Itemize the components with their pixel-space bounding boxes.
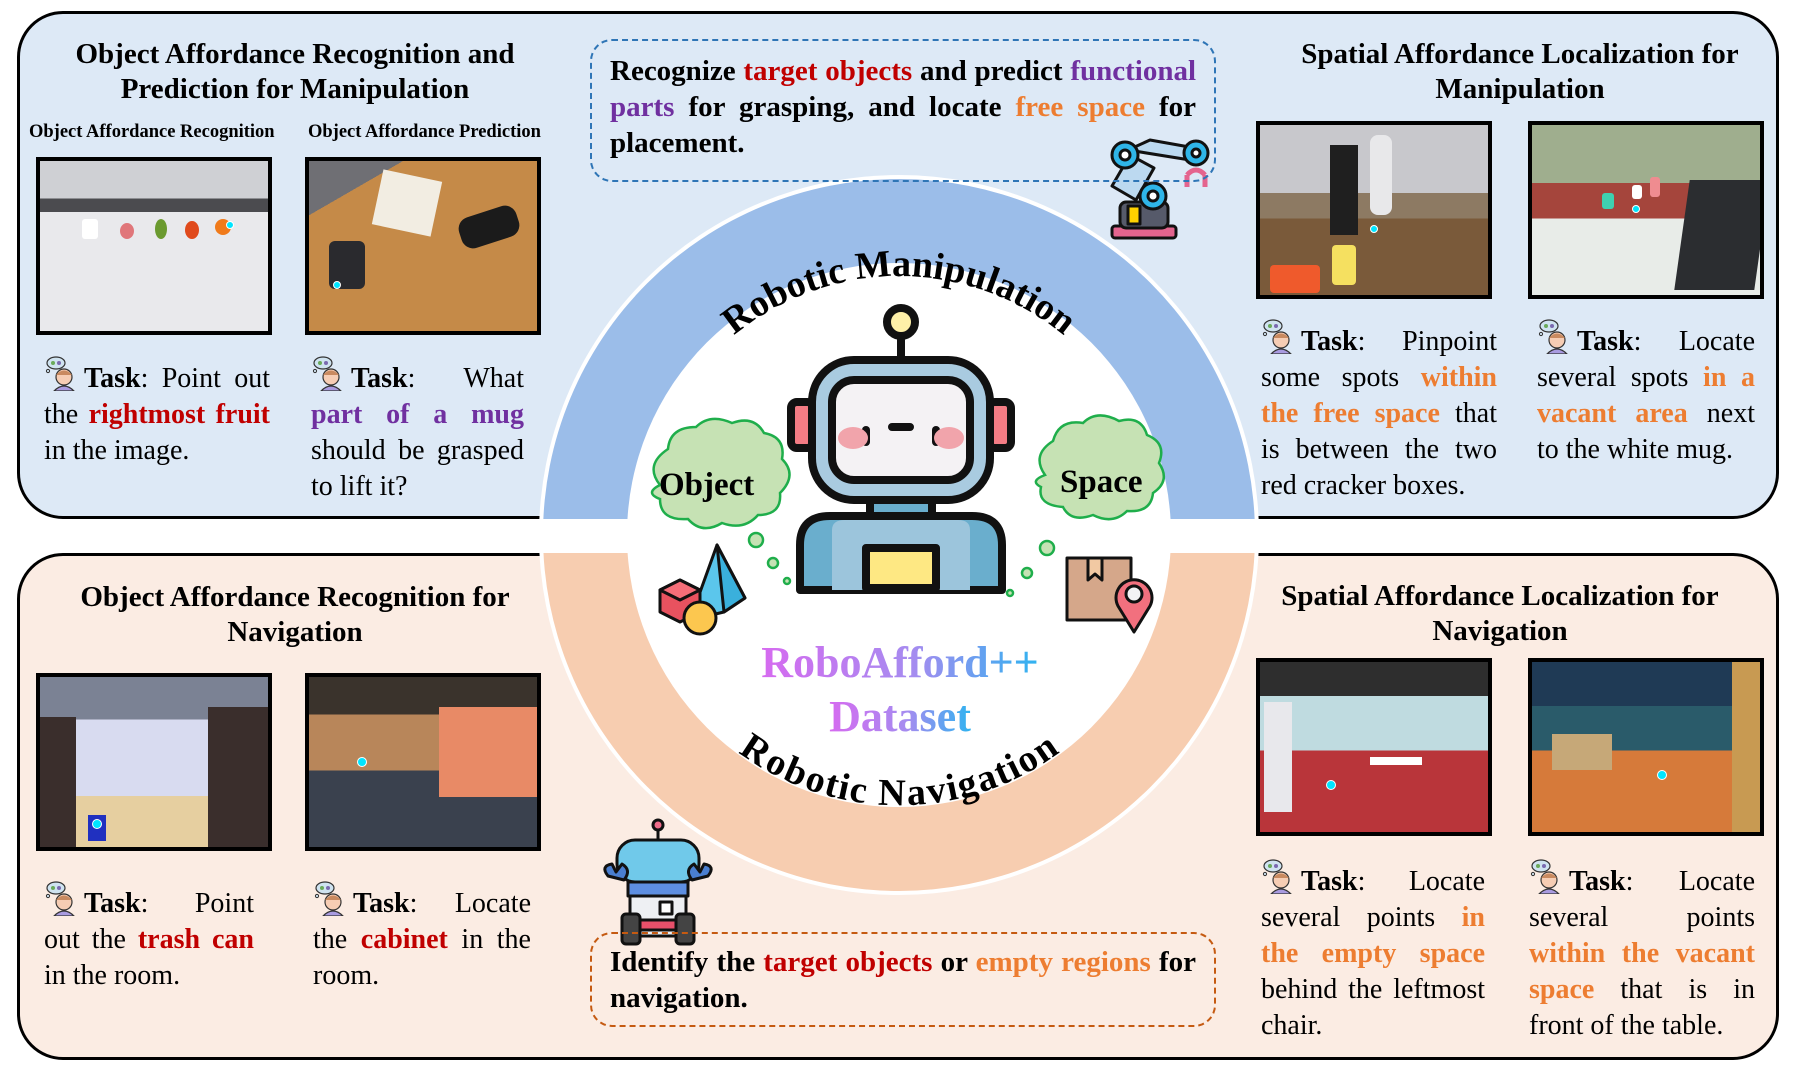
section-title-object-manipulation: Object Affordance Recognition and Predic… (75, 38, 515, 105)
image-sim-hallway (36, 673, 272, 851)
task-vacant-area-mug: Task: Locate several spots in a vacant a… (1537, 318, 1755, 468)
subtitle-object-prediction: Object Affordance Prediction (308, 122, 541, 142)
image-kitchen-counter (1528, 121, 1764, 299)
robot-mascot-icon (787, 304, 1015, 594)
thinking-person-icon (314, 881, 344, 916)
object-thought-cloud-icon (650, 417, 792, 586)
thinking-person-icon (45, 881, 75, 916)
dataset-title-line1: RoboAfford++ (761, 638, 1038, 687)
navigation-robot-icon (603, 818, 713, 946)
image-sim-wood-floor (1528, 658, 1764, 836)
task-trash-can: Task: Point out the trash can in the roo… (44, 880, 254, 994)
space-thought-cloud-icon (1005, 414, 1166, 598)
task-rightmost-fruit: Task: Point out the rightmost fruit in t… (44, 355, 270, 469)
section-title-spatial-manipulation: Spatial Affordance Localization for Mani… (1301, 38, 1739, 105)
space-cloud-label: Space (1060, 464, 1143, 500)
task-mug-part: Task: What part of a mug should be grasp… (311, 355, 524, 505)
task-empty-space-chair: Task: Locate several points in the empty… (1261, 858, 1485, 1044)
task-free-space-crackers: Task: Pinpoint some spots within the fre… (1261, 318, 1497, 504)
package-location-icon (1065, 556, 1154, 634)
object-cloud-label: Object (659, 467, 755, 503)
image-desk-mug (305, 157, 541, 335)
navigation-summary-box: Identify the target objects or empty reg… (590, 932, 1216, 1027)
robotic-arm-icon (1110, 138, 1210, 240)
thinking-person-icon (1262, 859, 1292, 894)
geometric-shapes-icon (658, 543, 747, 636)
section-title-object-navigation: Object Affordance Recognition for Naviga… (80, 581, 510, 648)
task-vacant-space-table: Task: Locate several points within the v… (1529, 858, 1755, 1044)
thinking-person-icon (1530, 859, 1560, 894)
image-lab-table (1256, 121, 1492, 299)
manipulation-summary-box: Recognize target objects and predict fun… (590, 39, 1216, 182)
task-cabinet: Task: Locate the cabinet in the room. (313, 880, 531, 994)
thinking-person-icon (1538, 319, 1568, 354)
thinking-person-icon (45, 356, 75, 391)
dataset-title-line2: Dataset (829, 692, 971, 741)
thinking-person-icon (312, 356, 342, 391)
section-title-spatial-navigation: Spatial Affordance Localization for Navi… (1281, 580, 1719, 647)
image-sim-red-floor (1256, 658, 1492, 836)
image-sim-cabinet-room (305, 673, 541, 851)
thinking-person-icon (1262, 319, 1292, 354)
image-kitchen-fruits (36, 157, 272, 335)
subtitle-object-recognition: Object Affordance Recognition (29, 122, 275, 142)
